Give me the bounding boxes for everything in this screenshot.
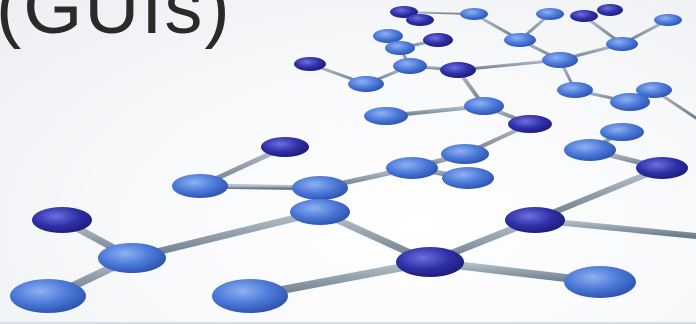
network-node [636,82,672,98]
network-node [464,97,504,115]
network-node [597,4,623,16]
network-node [423,33,453,47]
network-node [564,139,616,161]
network-node [385,41,415,55]
network-node [396,247,464,277]
network-node [406,14,434,26]
network-node [600,123,644,141]
network-node [390,6,418,18]
network-node [570,10,598,22]
network-node [606,37,638,51]
network-node [542,52,578,68]
divider [0,322,696,324]
network-node [508,115,552,133]
network-node [292,176,348,200]
network-node [348,76,384,92]
network-node [636,157,688,179]
network-node [393,58,427,74]
network-node [440,62,476,78]
network-node [294,57,326,71]
network-node [441,144,489,164]
headline-text: (GUIs) [0,0,232,50]
network-node [10,279,86,313]
network-node [172,174,228,198]
network-node [557,82,593,98]
network-node [564,266,636,298]
network-node [536,8,564,20]
network-node [32,207,92,233]
network-node [290,199,350,225]
network-node [261,137,309,157]
network-node [373,29,403,43]
network-node [610,93,650,111]
network-node [504,33,536,47]
network-node [364,107,408,125]
network-nodes [10,4,688,313]
network-node [212,279,288,313]
network-node [460,8,488,20]
network-node [505,207,565,233]
network-node [98,243,166,273]
network-node [442,167,494,189]
network-node [654,14,682,26]
network-node [386,157,438,179]
